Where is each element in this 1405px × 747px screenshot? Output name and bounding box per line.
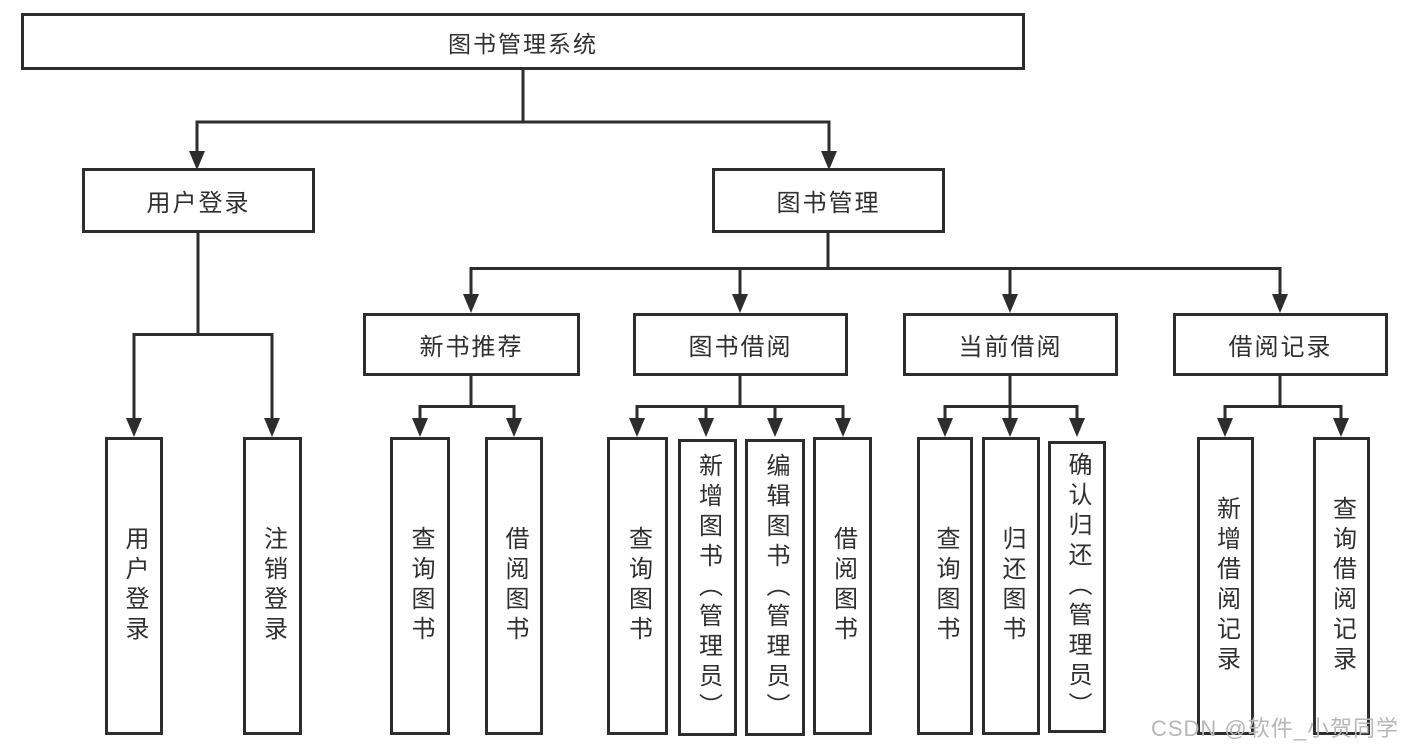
node-borrowing-records: 借阅记录 [1173,313,1388,376]
leaf-return-book: 归还图书 [982,437,1040,735]
arrowhead-icon [126,151,1349,437]
node-new-book-recommendation: 新书推荐 [363,313,580,376]
leaf-borrow-book: 借阅图书 [813,437,872,735]
connector-line [132,70,1343,420]
leaf-user-login: 用户登录 [105,437,163,735]
node-library-management-system: 图书管理系统 [21,13,1025,70]
leaf-edit-book-admin: 编辑图书（管理员） [745,439,805,736]
leaf-logout: 注销登录 [243,437,302,735]
leaf-add-book-admin: 新增图书（管理员） [678,439,737,736]
node-book-management: 图书管理 [712,168,945,233]
leaf-query-book-current: 查询图书 [917,437,973,735]
node-current-borrowing: 当前借阅 [903,313,1118,376]
leaf-query-book-borrowing: 查询图书 [607,437,668,735]
leaf-query-book-recommend: 查询图书 [390,437,450,735]
leaf-borrow-book-recommend: 借阅图书 [485,437,543,735]
node-book-borrowing: 图书借阅 [633,313,848,376]
node-user-login: 用户登录 [82,168,315,233]
leaf-query-borrow-record: 查询借阅记录 [1313,437,1370,735]
leaf-add-borrow-record: 新增借阅记录 [1197,437,1254,735]
leaf-confirm-return-admin: 确认归还（管理员） [1048,441,1106,733]
csdn-watermark: CSDN @软件_小贺同学 [1150,716,1399,741]
